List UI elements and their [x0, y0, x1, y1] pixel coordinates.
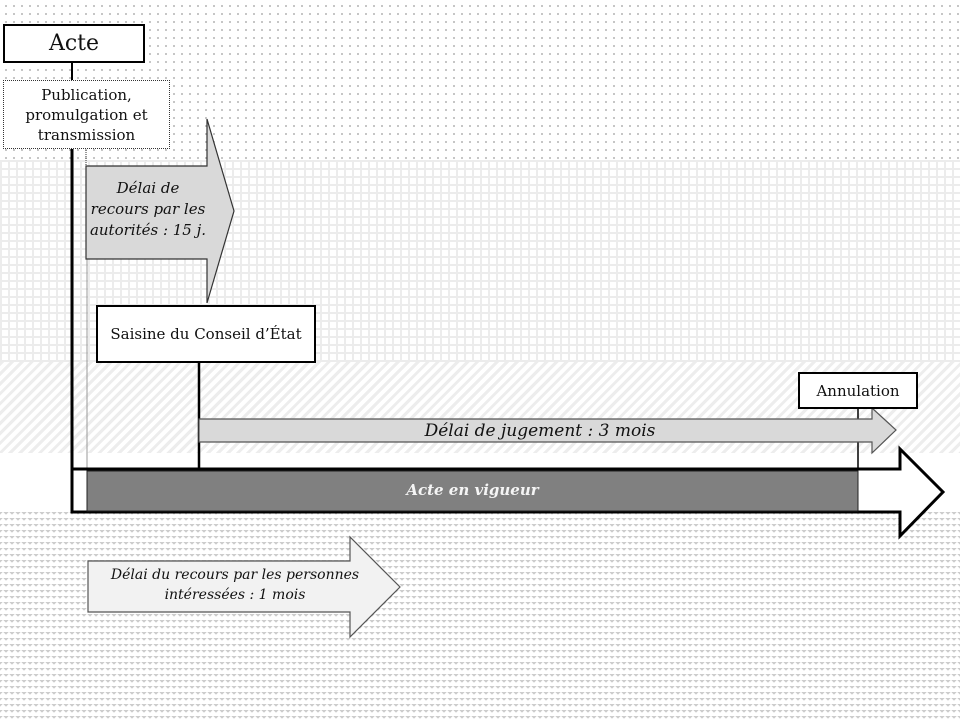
recours-autorites-label: Délai de recours par les autorités : 15 … [89, 179, 207, 239]
acte-en-vigueur-label: Acte en vigueur [406, 481, 539, 499]
saisine-label: Saisine du Conseil d’État [110, 325, 302, 343]
publication-label: Publication, promulgation et transmissio… [25, 85, 148, 144]
recours-personnes-label: Délai du recours par les personnes intér… [110, 567, 360, 603]
acte-en-vigueur-bar [86, 470, 859, 512]
publication-box: Publication, promulgation et transmissio… [3, 80, 170, 149]
acte-box: Acte [3, 24, 145, 63]
recours-autorites-arrow [85, 118, 235, 304]
saisine-box: Saisine du Conseil d’État [96, 305, 316, 363]
delai-jugement-arrow [198, 406, 897, 455]
annulation-label: Annulation [816, 381, 900, 400]
annulation-box: Annulation [798, 372, 918, 409]
delai-jugement-label: Délai de jugement : 3 mois [424, 421, 656, 441]
acte-label: Acte [48, 31, 100, 56]
recours-personnes-arrow [87, 535, 401, 639]
background-zigzag-band [0, 512, 960, 720]
